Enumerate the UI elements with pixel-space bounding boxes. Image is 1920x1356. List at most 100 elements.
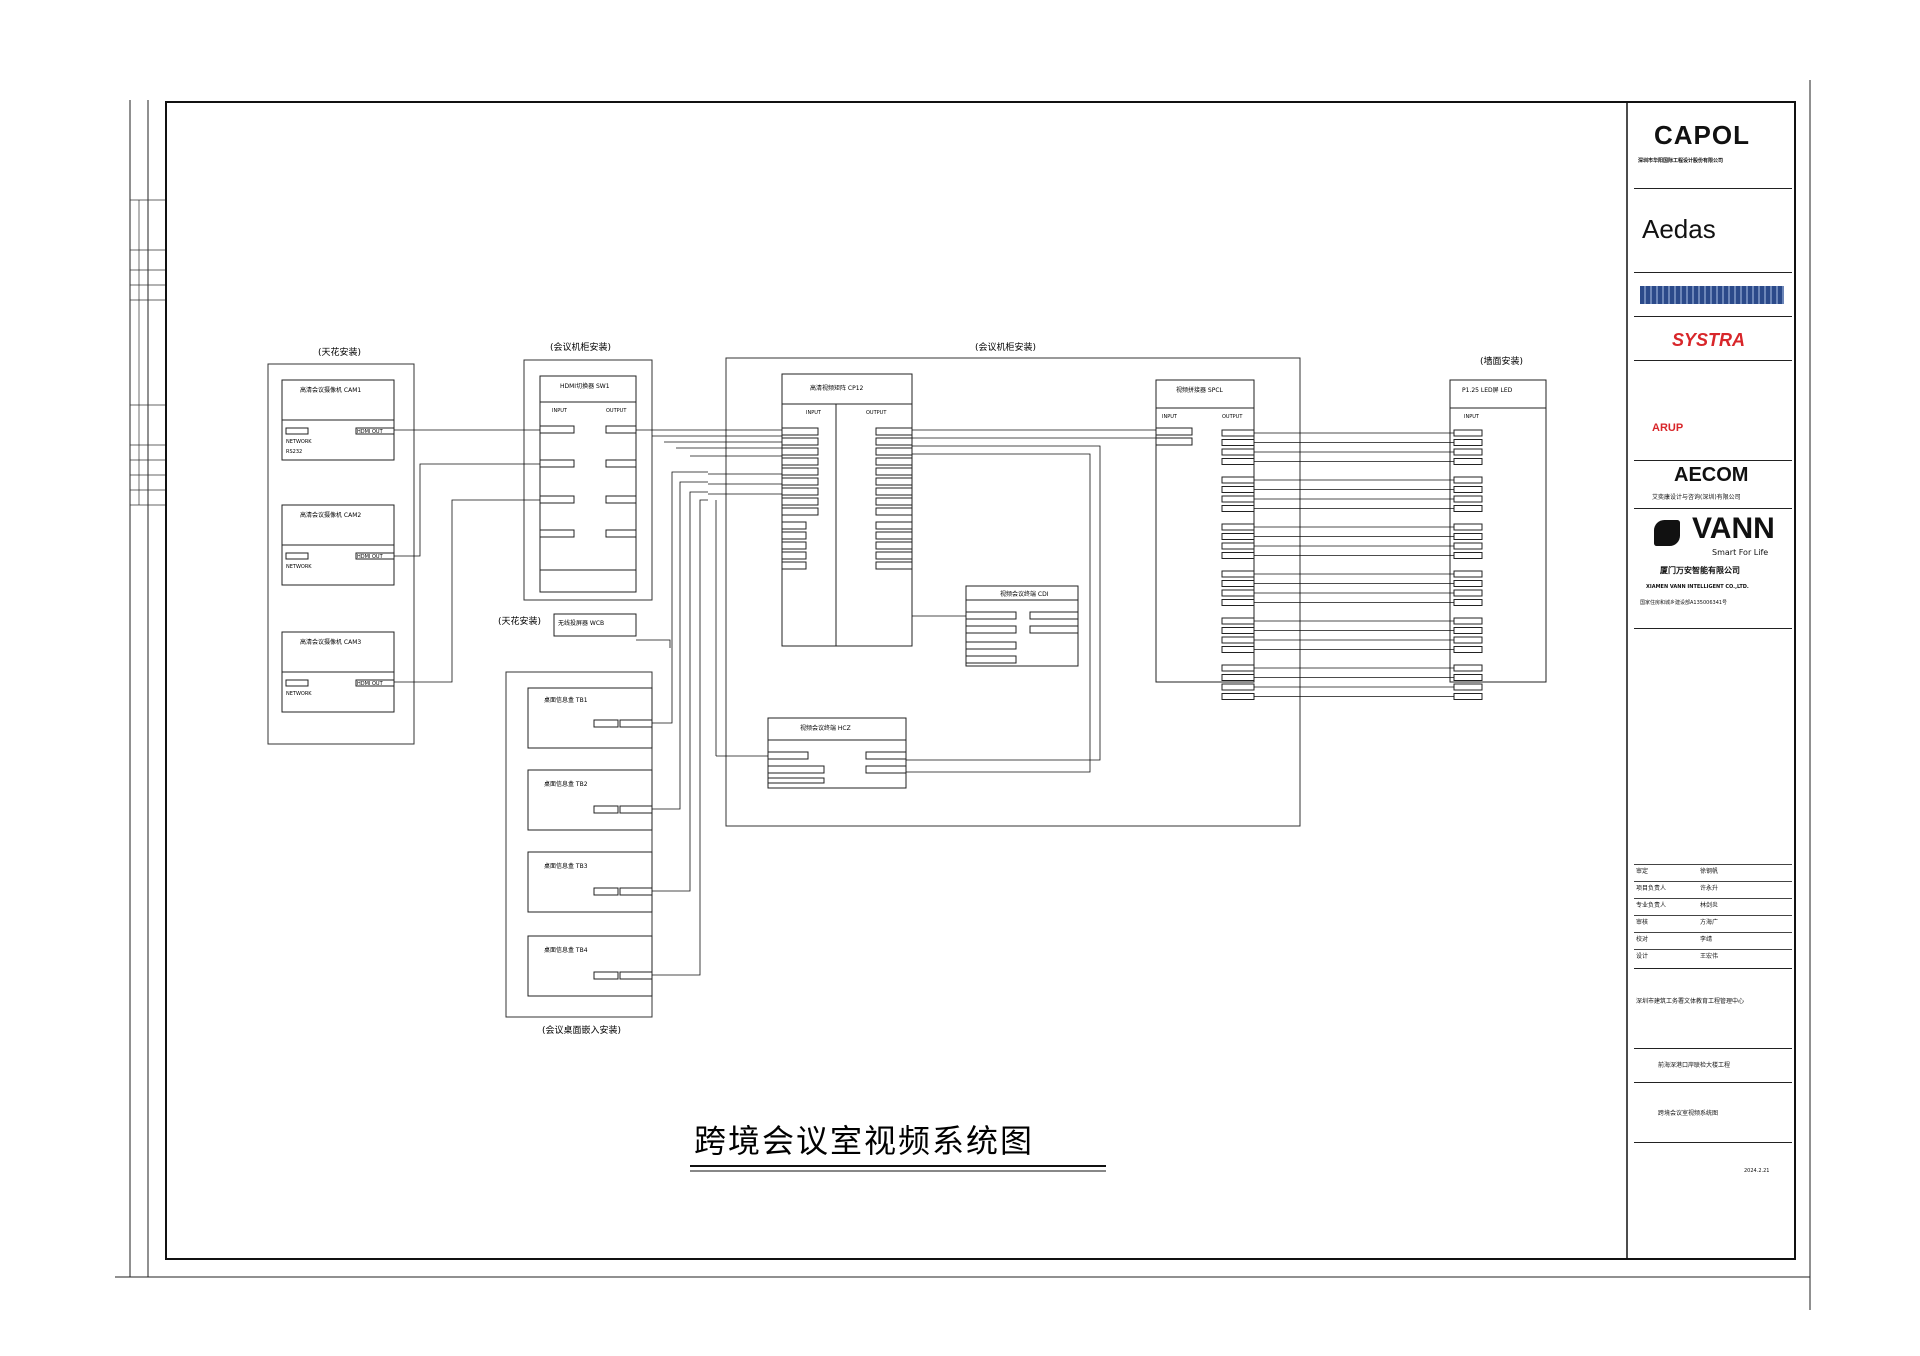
matrix-input-port xyxy=(781,427,819,436)
led-input-port xyxy=(1453,627,1483,634)
stitcher-ports xyxy=(1221,429,1255,700)
led-input-port xyxy=(1453,533,1483,540)
matrix-input-port xyxy=(781,531,807,540)
stitcher-output-port xyxy=(1221,486,1255,493)
camera-cam3: 高清会议摄像机 CAM3 NETWORK HDMI OUT xyxy=(281,631,395,713)
matrix-output-port xyxy=(875,487,913,496)
matrix-output-port xyxy=(875,447,913,456)
matrix-cp12: 高清视频矩阵 CP12 INPUT OUTPUT xyxy=(781,373,913,647)
matrix-output-port xyxy=(875,531,913,540)
svg-text:桌面信息盒 TB1: 桌面信息盒 TB1 xyxy=(544,696,588,704)
svg-text:视频会议终端 HCZ: 视频会议终端 HCZ xyxy=(800,724,851,732)
matrix-output-port xyxy=(875,477,913,486)
led-input-port xyxy=(1453,523,1483,531)
diagram-title: 跨境会议室视频系统图 xyxy=(694,1122,1034,1160)
led-input-port xyxy=(1453,458,1483,465)
tablebox-tb4: 桌面信息盒 TB4 xyxy=(527,935,653,997)
zone-desk xyxy=(505,671,653,1018)
led-input-port xyxy=(1453,505,1483,512)
arup-logo: ARUP xyxy=(1652,422,1684,434)
matrix-input-port xyxy=(781,437,819,446)
stitcher-output-port xyxy=(1221,495,1255,503)
matrix-output-port xyxy=(875,437,913,446)
matrix-input-port xyxy=(781,521,807,530)
led-input-port xyxy=(1453,476,1483,484)
svg-text:HDMI OUT: HDMI OUT xyxy=(357,681,384,687)
svg-text:视频会议终端 CDI: 视频会议终端 CDI xyxy=(1000,590,1049,598)
matrix-input-port xyxy=(781,467,819,476)
drawing-date: 2024.2.21 xyxy=(1744,1168,1770,1174)
led-input-port xyxy=(1453,429,1483,437)
role-name: 王宏伟 xyxy=(1700,953,1719,960)
tablebox-tb1: 桌面信息盒 TB1 xyxy=(527,687,653,749)
svg-text:INPUT: INPUT xyxy=(552,408,568,414)
role-row: 专业负责人林剑炎 xyxy=(1634,898,1792,915)
license-number: 国家住房和城乡建设部A135006341号 xyxy=(1640,600,1728,606)
stitcher-output-port xyxy=(1221,439,1255,446)
tablebox-tb3: 桌面信息盒 TB3 xyxy=(527,851,653,913)
svg-text:OUTPUT: OUTPUT xyxy=(606,408,627,414)
svg-text:NETWORK: NETWORK xyxy=(286,691,312,697)
vann-logo: VANN xyxy=(1692,512,1775,545)
matrix-ports xyxy=(781,427,913,570)
svg-text:INPUT: INPUT xyxy=(806,410,822,416)
stitcher-output-port xyxy=(1221,599,1255,606)
signal-wiring xyxy=(394,429,1156,976)
tablebox-tb2: 桌面信息盒 TB2 xyxy=(527,769,653,831)
aecom-company-name: 艾奕康设计与咨询(深圳)有限公司 xyxy=(1652,494,1741,501)
svg-text:无线投屏器 WCB: 无线投屏器 WCB xyxy=(558,619,604,627)
led-input-port xyxy=(1453,495,1483,503)
stitcher-output-port xyxy=(1221,429,1255,437)
zone-ceiling-cameras xyxy=(267,363,415,745)
role-name: 徐钢帆 xyxy=(1700,868,1719,875)
matrix-output-port xyxy=(875,507,913,516)
led-input-port xyxy=(1453,570,1483,578)
led-input-port xyxy=(1453,542,1483,550)
capol-logo: CAPOL xyxy=(1654,120,1750,150)
role-name: 方海广 xyxy=(1700,919,1719,926)
svg-text:HDMI OUT: HDMI OUT xyxy=(357,554,384,560)
stitcher-output-port xyxy=(1221,570,1255,578)
zone-label-ceiling: (天花安装) xyxy=(318,346,361,358)
role-row: 校对李靖 xyxy=(1634,932,1792,949)
led-input-port xyxy=(1453,636,1483,644)
svg-text:桌面信息盒 TB2: 桌面信息盒 TB2 xyxy=(544,780,588,788)
role-row: 审定徐钢帆 xyxy=(1634,864,1792,881)
svg-text:OUTPUT: OUTPUT xyxy=(866,410,887,416)
svg-text:HDMI OUT: HDMI OUT xyxy=(357,429,384,435)
led-input-port xyxy=(1453,693,1483,700)
svg-text:高清视频矩阵 CP12: 高清视频矩阵 CP12 xyxy=(810,384,864,392)
led-input-port xyxy=(1453,617,1483,625)
matrix-output-port xyxy=(875,561,913,570)
drawing-title-block: 跨境会议室视频系统图 xyxy=(1658,1110,1719,1117)
camera-cam2: 高清会议摄像机 CAM2 NETWORK HDMI OUT xyxy=(281,504,395,586)
stitcher-output-port xyxy=(1221,693,1255,700)
stitcher-output-port xyxy=(1221,589,1255,597)
led-input-port xyxy=(1453,439,1483,446)
svg-text:NETWORK: NETWORK xyxy=(286,439,312,445)
aecom-logo: AECOM xyxy=(1674,464,1749,486)
stitcher-output-port xyxy=(1221,674,1255,681)
matrix-output-port xyxy=(875,541,913,550)
stitcher-output-port xyxy=(1221,458,1255,465)
matrix-output-port xyxy=(875,467,913,476)
matrix-input-port xyxy=(781,497,819,506)
wireless-wcb: 无线投屏器 WCB xyxy=(553,613,637,637)
roles-table: 审定徐钢帆项目负责人许永升专业负责人林剑炎审核方海广校对李靖设计王宏伟 xyxy=(1634,860,1792,969)
zone-label-ceiling2: (天花安装) xyxy=(498,615,541,627)
stitcher-output-port xyxy=(1221,523,1255,531)
led-input-port xyxy=(1453,552,1483,559)
svg-text:视频拼接器 SPCL: 视频拼接器 SPCL xyxy=(1176,386,1224,394)
led-input-port xyxy=(1453,486,1483,493)
zone-label-desk: (会议桌面嵌入安装) xyxy=(542,1024,621,1036)
left-margin-strip xyxy=(130,199,166,506)
zone-label-wall: (墙面安装) xyxy=(1480,355,1523,367)
drawing-frame xyxy=(165,101,1796,1260)
matrix-input-port xyxy=(781,507,819,516)
role-label: 校对 xyxy=(1636,936,1649,943)
role-name: 许永升 xyxy=(1700,885,1719,892)
matrix-output-port xyxy=(875,521,913,530)
matrix-input-port xyxy=(781,457,819,466)
stitcher-spcl: 视频拼接器 SPCL INPUT OUTPUT xyxy=(1155,379,1255,683)
led-input-port xyxy=(1453,683,1483,691)
